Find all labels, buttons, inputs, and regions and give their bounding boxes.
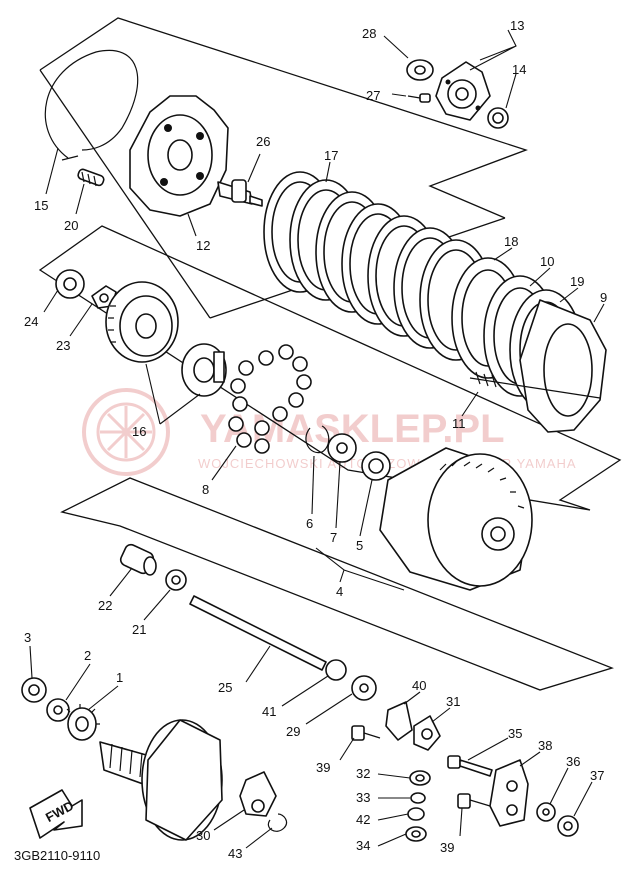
callout-25: 25: [218, 680, 232, 695]
part-3-nut: [21, 677, 47, 703]
callout-43: 43: [228, 846, 242, 861]
callout-13: 13: [510, 18, 524, 33]
callout-42: 42: [356, 812, 370, 827]
callout-labels: 28 13 14 27 15 20 26 12 17 18 10 19 9 11…: [24, 18, 607, 861]
part-1-gear: [66, 704, 100, 741]
callout-1: 1: [116, 670, 123, 685]
callout-36: 36: [566, 754, 580, 769]
part-30-lever: [239, 771, 277, 817]
part-12-pressure-plate: [129, 95, 229, 217]
part-22-collar: [119, 543, 157, 576]
part-39-bolt-b: [457, 793, 491, 809]
part-37-nut: [557, 815, 579, 837]
part-17-plate-stack: [263, 171, 493, 361]
part-29-washer: [351, 675, 377, 701]
callout-2: 2: [84, 648, 91, 663]
part-39-bolt-a: [351, 725, 381, 741]
fwd-arrow-icon: FWD: [29, 789, 83, 839]
callout-39b: 39: [440, 840, 454, 855]
part-26-push-rod-end: [217, 179, 263, 207]
part-2-washer: [46, 698, 70, 722]
callout-5: 5: [356, 538, 363, 553]
part-27-screw: [407, 93, 431, 103]
diagram-code: 3GB2110-9110: [14, 848, 100, 863]
callout-28: 28: [362, 26, 376, 41]
part-24-washer: [55, 269, 85, 299]
callout-32: 32: [356, 766, 370, 781]
part-16-clutch-boss: [105, 281, 227, 397]
callout-10: 10: [540, 254, 554, 269]
callout-8: 8: [202, 482, 209, 497]
callout-29: 29: [286, 724, 300, 739]
part-33-washer: [410, 792, 426, 804]
leader-lines: [29, 29, 605, 849]
callout-21: 21: [132, 622, 146, 637]
part-43-circlip: [267, 813, 288, 832]
part-36-washer: [536, 802, 556, 822]
callout-35: 35: [508, 726, 522, 741]
callout-40: 40: [412, 678, 426, 693]
watermark-logo-inner: [96, 402, 156, 462]
part-9-plate: [519, 299, 607, 433]
part-35-bolt: [447, 755, 493, 777]
callout-15: 15: [34, 198, 48, 213]
watermark-logo-forks: [100, 406, 152, 458]
watermark-logo-ring: [82, 388, 170, 476]
part-32-collar: [409, 770, 431, 786]
callout-38: 38: [538, 738, 552, 753]
callout-33: 33: [356, 790, 370, 805]
callout-31: 31: [446, 694, 460, 709]
callout-11: 11: [452, 416, 466, 431]
part-5-bearing: [361, 451, 391, 481]
part-6-circlip: [305, 425, 330, 454]
callout-4: 4: [336, 584, 343, 599]
part-41-ball: [325, 659, 347, 681]
callout-30: 30: [196, 828, 210, 843]
part-11-spring-rod: [469, 371, 601, 399]
callout-22: 22: [98, 598, 112, 613]
part-28-bearing: [406, 59, 434, 81]
callout-24: 24: [24, 314, 38, 329]
part-34-nut: [405, 826, 427, 842]
part-42-washer: [407, 807, 425, 821]
callout-14: 14: [512, 62, 526, 77]
callout-18: 18: [504, 234, 518, 249]
part-20-pin: [77, 168, 105, 187]
part-15-circlip: [44, 49, 139, 161]
callout-26: 26: [256, 134, 270, 149]
part-8-balls: [228, 344, 312, 454]
callout-9: 9: [600, 290, 607, 305]
callout-39a: 39: [316, 760, 330, 775]
part-40-spring: [385, 701, 413, 741]
part-7-washer: [327, 433, 357, 463]
callout-7: 7: [330, 530, 337, 545]
part-38-bracket: [489, 759, 529, 827]
part-clutch-housing: [379, 447, 533, 591]
callout-3: 3: [24, 630, 31, 645]
callout-27: 27: [366, 88, 380, 103]
part-31-lever: [413, 715, 441, 751]
part-primary-gear: [99, 719, 223, 841]
part-21-washer: [165, 569, 187, 591]
part-14-circlip: [487, 107, 509, 129]
callout-19: 19: [570, 274, 584, 289]
callout-34: 34: [356, 838, 370, 853]
callout-17: 17: [324, 148, 338, 163]
part-25-push-rod: [189, 595, 327, 671]
frame-left-edge: [39, 69, 211, 319]
callout-12: 12: [196, 238, 210, 253]
callout-23: 23: [56, 338, 70, 353]
callout-20: 20: [64, 218, 78, 233]
callout-41: 41: [262, 704, 276, 719]
callout-37: 37: [590, 768, 604, 783]
callout-16: 16: [132, 424, 146, 439]
frame-clutch-boss: [38, 225, 622, 511]
part-13-bracket: [435, 61, 491, 121]
callout-6: 6: [306, 516, 313, 531]
frame-push-rod: [60, 477, 614, 691]
